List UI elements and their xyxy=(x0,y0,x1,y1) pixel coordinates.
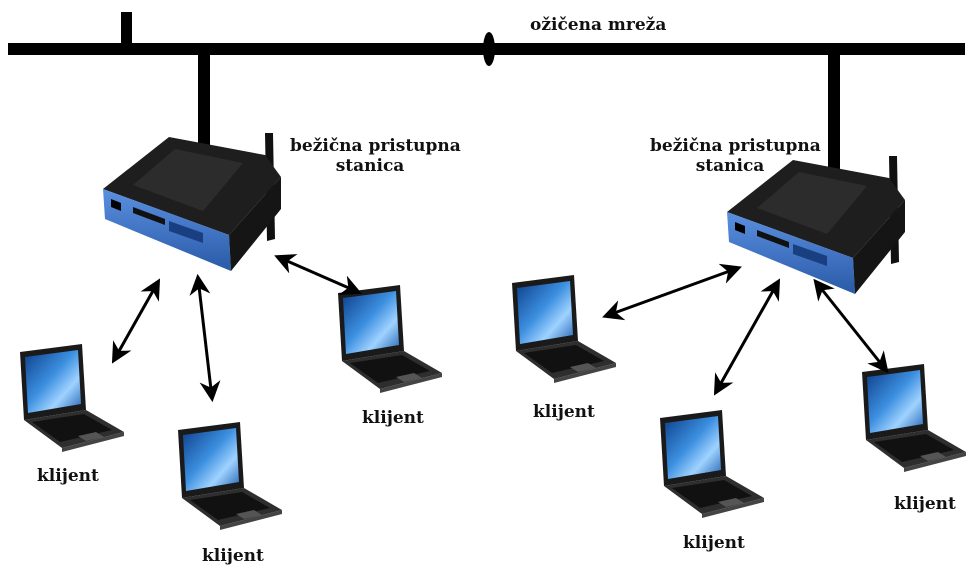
laptop-right-2 xyxy=(660,410,764,518)
laptop-left-1 xyxy=(20,344,124,452)
access-point-label-line1: bežična pristupna xyxy=(650,136,821,156)
access-point-label-line1: bežična pristupna xyxy=(290,136,461,156)
router-right xyxy=(727,156,905,294)
access-point-label-line2: stanica xyxy=(695,156,765,176)
client-label: klijent xyxy=(894,494,956,514)
wireless-link-arrow xyxy=(189,273,221,403)
access-point-label-line2: stanica xyxy=(335,156,405,176)
wireless-link-arrow xyxy=(111,278,161,364)
laptop-right-3 xyxy=(862,364,966,472)
access-point-label-left: bežična pristupna stanica xyxy=(290,136,461,176)
ap-right-cable xyxy=(828,50,840,190)
cable-stub xyxy=(121,12,132,48)
client-label: klijent xyxy=(362,408,424,428)
client-label: klijent xyxy=(683,533,745,553)
wireless-link-arrow xyxy=(274,254,362,295)
laptop-left-2 xyxy=(178,422,282,530)
access-point-label-right: bežična pristupna stanica xyxy=(650,136,821,176)
wireless-link-arrow xyxy=(713,278,781,396)
wireless-link-arrow xyxy=(813,278,889,374)
laptop-left-3 xyxy=(338,285,442,393)
wireless-link-arrow xyxy=(602,263,742,321)
wired-network-label: ožičena mreža xyxy=(530,15,667,35)
client-label: klijent xyxy=(202,546,264,566)
client-label: klijent xyxy=(37,466,99,486)
router-left xyxy=(103,133,281,271)
client-label: klijent xyxy=(533,402,595,422)
laptop-right-1 xyxy=(512,275,616,383)
cable-junction xyxy=(483,32,495,66)
